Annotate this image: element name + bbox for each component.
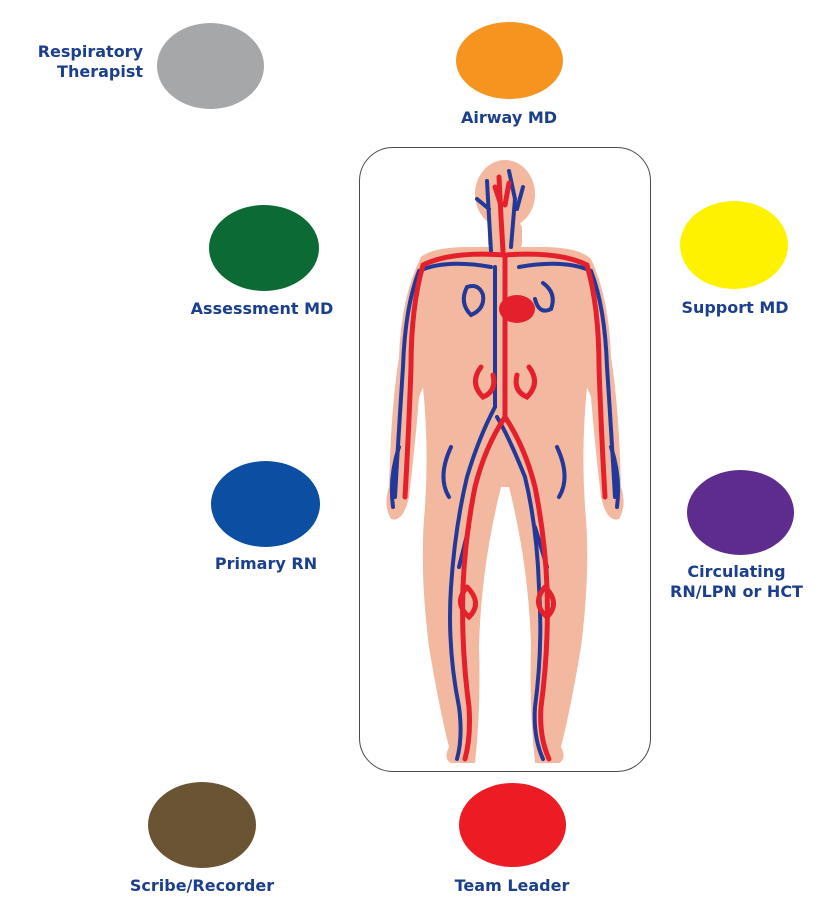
support-md-label: Support MD bbox=[655, 298, 815, 318]
circulating-label-line1: Circulating bbox=[648, 562, 825, 582]
scribe-recorder-dot bbox=[148, 782, 256, 868]
heart bbox=[499, 295, 535, 323]
circulating-dot bbox=[687, 470, 794, 555]
team-leader-label: Team Leader bbox=[432, 876, 592, 896]
circulatory-body-figure bbox=[359, 147, 651, 772]
circulating-label-line2: RN/LPN or HCT bbox=[648, 582, 825, 602]
circulating-label: Circulating RN/LPN or HCT bbox=[648, 562, 825, 602]
support-md-dot bbox=[680, 201, 788, 289]
scribe-recorder-label: Scribe/Recorder bbox=[106, 876, 298, 896]
assessment-md-label: Assessment MD bbox=[170, 299, 354, 319]
airway-md-label: Airway MD bbox=[429, 108, 589, 128]
respiratory-therapist-label: Respiratory Therapist bbox=[0, 42, 143, 82]
respiratory-therapist-label-line2: Therapist bbox=[0, 62, 143, 82]
airway-md-dot bbox=[456, 22, 563, 99]
team-leader-dot bbox=[459, 783, 566, 867]
primary-rn-label: Primary RN bbox=[186, 554, 346, 574]
primary-rn-dot bbox=[211, 461, 320, 547]
respiratory-therapist-dot bbox=[157, 23, 264, 109]
assessment-md-dot bbox=[209, 205, 319, 291]
respiratory-therapist-label-line1: Respiratory bbox=[0, 42, 143, 62]
